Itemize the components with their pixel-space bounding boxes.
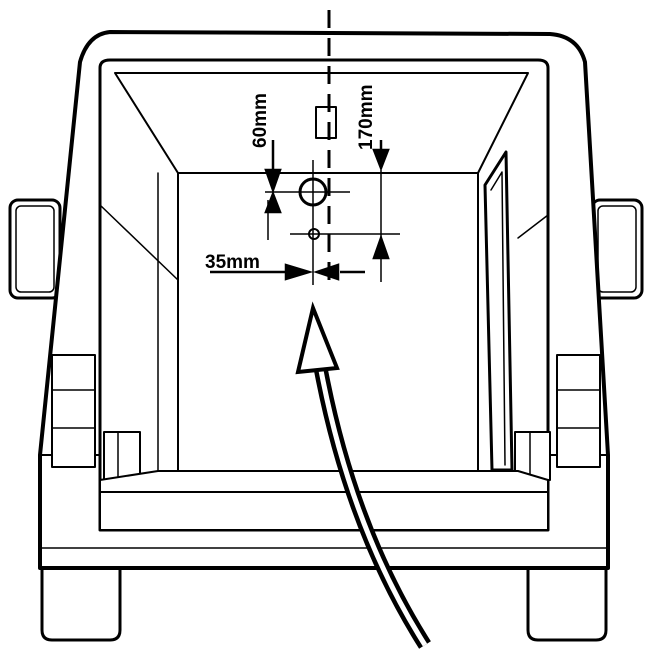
- left-mirror: [8, 198, 62, 300]
- left-wall-crease: [99, 204, 179, 281]
- left-wheel: [40, 566, 122, 642]
- left-wheel-arch: [103, 431, 141, 481]
- dim-label-170mm: 170mm: [356, 85, 377, 151]
- side-door-inner: [490, 171, 506, 466]
- cargo-floor: [99, 470, 549, 531]
- dim-35mm-arrows: [210, 263, 365, 281]
- insertion-arrow: [295, 301, 431, 649]
- dim-label-60mm: 60mm: [250, 93, 271, 148]
- right-tail-light: [556, 354, 601, 468]
- extension-lines: [265, 160, 400, 285]
- right-mirror-inner: [597, 205, 637, 293]
- dim-label-35mm: 35mm: [205, 252, 260, 273]
- wall-opening: [315, 106, 337, 139]
- ceiling-line: [114, 72, 529, 174]
- dim-60mm-arrows: [264, 140, 282, 214]
- right-wheel: [526, 566, 608, 642]
- right-wall-crease: [517, 214, 549, 239]
- left-mirror-inner: [15, 205, 55, 293]
- left-tail-light: [51, 354, 96, 468]
- dim-170mm-arrows: [372, 140, 390, 260]
